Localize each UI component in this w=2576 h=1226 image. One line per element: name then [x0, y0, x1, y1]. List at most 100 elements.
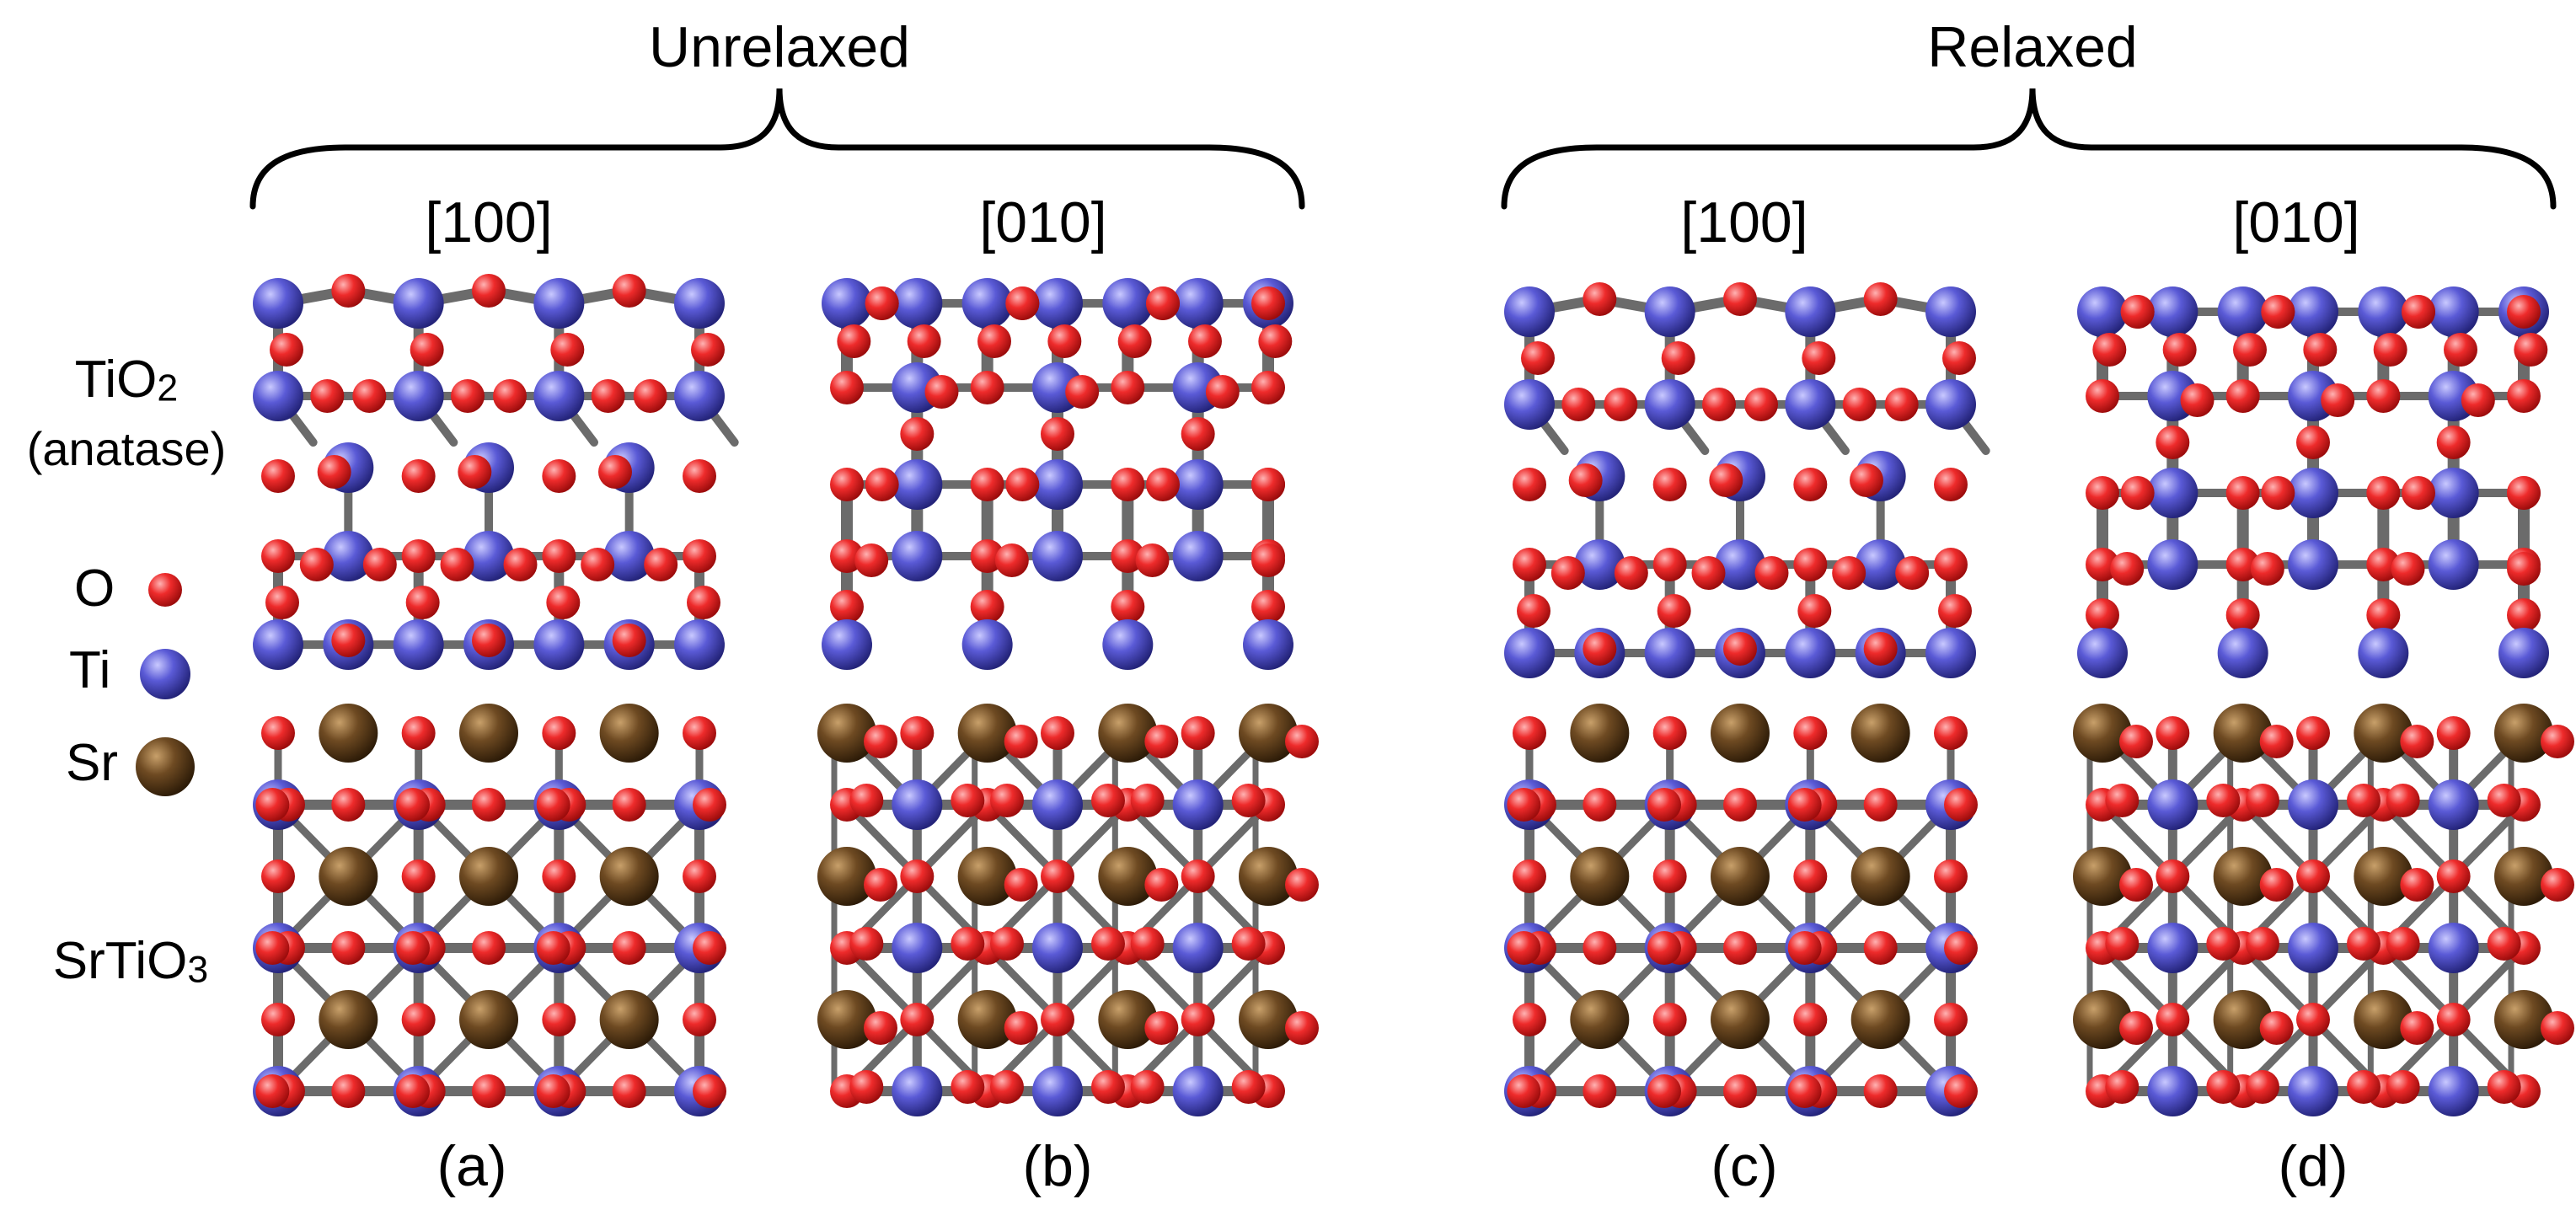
- oxygen-atom: [683, 1003, 716, 1036]
- oxygen-atom: [2119, 1011, 2153, 1045]
- oxygen-atom: [2366, 598, 2401, 632]
- oxygen-atom: [1709, 463, 1743, 497]
- oxygen-atom: [451, 379, 485, 413]
- oxygen-atom: [1863, 282, 1898, 316]
- oxygen-atom: [2156, 1003, 2190, 1036]
- oxygen-atom: [542, 859, 576, 893]
- oxygen-atom: [1793, 468, 1828, 501]
- group-bracket: [1501, 88, 2557, 210]
- oxygen-atom: [1863, 788, 1898, 822]
- oxygen-atom: [1942, 341, 1976, 375]
- oxygen-atom: [1793, 548, 1828, 581]
- strontium-atom: [459, 990, 518, 1049]
- oxygen-atom: [2487, 1070, 2521, 1104]
- oxygen-atom: [691, 333, 725, 367]
- strontium-atom: [957, 847, 1017, 906]
- titanium-atom: [2147, 539, 2198, 590]
- oxygen-atom: [2206, 784, 2241, 817]
- titanium-atom: [892, 779, 943, 830]
- oxygen-atom: [2156, 426, 2190, 459]
- oxygen-atom: [2246, 1070, 2279, 1104]
- anatase-atoms: [2077, 286, 2549, 678]
- strontium-atom: [1239, 990, 1298, 1049]
- titanium-atom: [2077, 286, 2128, 337]
- oxygen-atom: [1723, 1074, 1757, 1108]
- oxygen-atom: [900, 1003, 935, 1036]
- oxygen-atom: [1797, 594, 1832, 628]
- titanium-atom: [1644, 379, 1695, 430]
- oxygen-atom: [1842, 388, 1877, 421]
- strontium-atom: [459, 704, 518, 763]
- oxygen-atom: [2259, 1011, 2294, 1045]
- oxygen-atom: [1647, 1074, 1681, 1108]
- oxygen-atom: [864, 1011, 897, 1045]
- titanium-atom: [2147, 286, 2198, 337]
- oxygen-atom: [2206, 927, 2241, 961]
- strontium-atom: [1570, 990, 1630, 1049]
- oxygen-atom: [2086, 598, 2119, 632]
- oxygen-atom: [924, 375, 959, 409]
- oxygen-atom: [854, 543, 889, 577]
- titanium-atom: [892, 1066, 943, 1116]
- oxygen-atom: [1793, 859, 1828, 893]
- titanium-atom: [253, 371, 303, 421]
- oxygen-atom: [536, 931, 570, 965]
- oxygen-atom: [2386, 784, 2420, 817]
- strontium-atom: [2494, 847, 2553, 906]
- strontium-atom: [1711, 704, 1770, 763]
- titanium-atom: [892, 531, 943, 581]
- tio2-phase-label: (anatase): [26, 422, 227, 475]
- oxygen-atom: [261, 859, 295, 893]
- panel-a-structure: [253, 274, 739, 1116]
- oxygen-atom: [2386, 1070, 2420, 1104]
- oxygen-atom: [1802, 341, 1836, 375]
- titanium-atom: [1925, 379, 1976, 430]
- titanium-atom: [393, 278, 444, 329]
- oxygen-atom: [1652, 859, 1687, 893]
- oxygen-atom: [900, 417, 935, 451]
- oxygen-atom: [2086, 379, 2119, 413]
- strontium-atom: [2213, 847, 2273, 906]
- oxygen-atom: [2386, 927, 2420, 961]
- legend-atoms: [136, 573, 195, 796]
- titanium-atom: [1644, 628, 1695, 678]
- oxygen-atom: [1285, 1011, 1319, 1045]
- oxygen-atom: [1005, 468, 1040, 501]
- oxygen-atom: [2400, 1011, 2434, 1045]
- oxygen-atom: [1231, 1070, 1266, 1104]
- oxygen-atom: [1130, 1070, 1165, 1104]
- strontium-atom: [599, 990, 659, 1049]
- oxygen-atom: [1604, 388, 1638, 421]
- strontium-atom: [1850, 990, 1910, 1049]
- oxygen-atom: [317, 455, 351, 489]
- oxygen-atom: [970, 371, 1004, 404]
- anatase-atoms: [1504, 282, 1976, 678]
- strontium-atom: [957, 704, 1017, 763]
- oxygen-atom: [683, 459, 716, 493]
- oxygen-atom: [1583, 632, 1617, 666]
- oxygen-atom: [977, 324, 1011, 358]
- titanium-atom: [323, 531, 374, 581]
- oxygen-atom: [458, 455, 492, 489]
- oxygen-atom: [687, 586, 720, 619]
- oxygen-atom: [401, 716, 436, 750]
- oxygen-atom: [1723, 931, 1757, 965]
- oxygen-atom: [1863, 1074, 1898, 1108]
- oxygen-atom: [1181, 417, 1215, 451]
- oxygen-atom: [612, 931, 646, 965]
- oxygen-atom: [1507, 788, 1541, 822]
- oxygen-atom: [2105, 784, 2140, 817]
- oxygen-atom: [255, 788, 290, 822]
- titanium-atom: [1504, 628, 1555, 678]
- oxygen-atom: [1787, 1074, 1822, 1108]
- oxygen-atom: [270, 333, 303, 367]
- titanium-atom: [393, 619, 444, 670]
- oxygen-atom: [990, 927, 1024, 961]
- oxygen-atom: [2541, 1011, 2574, 1045]
- oxygen-atom: [900, 716, 935, 750]
- oxygen-atom: [255, 1074, 290, 1108]
- strontium-atom: [1850, 847, 1910, 906]
- oxygen-atom: [2373, 333, 2407, 367]
- strontium-atom: [1239, 704, 1298, 763]
- oxygen-atom: [2507, 552, 2541, 586]
